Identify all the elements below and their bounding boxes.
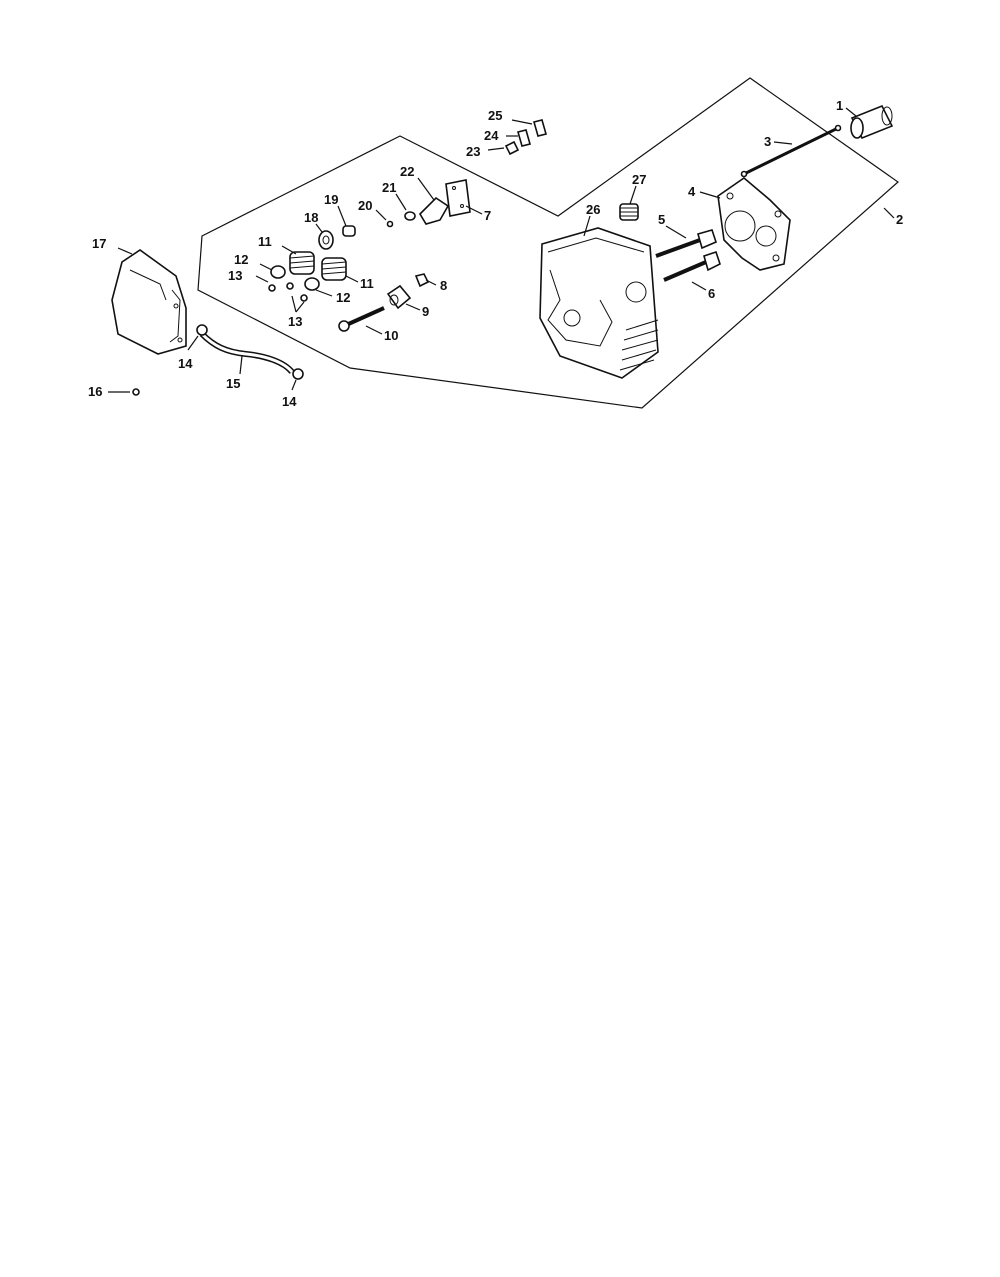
- part-bolt: [338, 306, 385, 332]
- callout-14a: 14: [178, 356, 193, 371]
- part-breather-tube: [199, 331, 295, 375]
- callout-12b: 12: [336, 290, 350, 305]
- part-keepers: [268, 282, 308, 302]
- callout-25: 25: [488, 108, 502, 123]
- part-spacer: [386, 284, 412, 310]
- part-valve-cover: [111, 249, 187, 355]
- part-screw: [386, 220, 394, 228]
- part-retainer: [318, 230, 334, 250]
- part-spring-retainer-2: [304, 277, 320, 291]
- callout-17: 17: [92, 236, 106, 251]
- callout-22: 22: [400, 164, 414, 179]
- part-valve-spring-upper: [289, 251, 315, 275]
- callout-19: 19: [324, 192, 338, 207]
- callout-15: 15: [226, 376, 240, 391]
- callout-2: 2: [896, 212, 903, 227]
- callout-16: 16: [88, 384, 102, 399]
- callout-10: 10: [384, 328, 398, 343]
- callout-11a: 11: [258, 234, 272, 249]
- callout-7: 7: [484, 208, 491, 223]
- callout-27: 27: [632, 172, 646, 187]
- part-rocker-bracket: [404, 196, 450, 225]
- callout-21: 21: [382, 180, 396, 195]
- callout-23: 23: [466, 144, 480, 159]
- part-hose-clamp-2: [292, 368, 304, 380]
- part-spring-retainer-1: [270, 265, 286, 279]
- callout-6: 6: [708, 286, 715, 301]
- part-clips: [504, 119, 547, 156]
- callout-4: 4: [688, 184, 696, 199]
- part-push-rod: [740, 124, 842, 178]
- part-valve-spring-lower: [321, 257, 347, 281]
- part-intake-valve: [655, 229, 717, 258]
- callout-13b: 13: [288, 314, 302, 329]
- part-small-spring: [619, 203, 639, 221]
- callout-13a: 13: [228, 268, 242, 283]
- part-nut: [414, 273, 430, 288]
- callout-14b: 14: [282, 394, 297, 409]
- callout-18: 18: [304, 210, 318, 225]
- part-head-gasket: [717, 176, 791, 271]
- part-cap: [342, 225, 356, 237]
- callout-24: 24: [484, 128, 499, 143]
- callout-8: 8: [440, 278, 447, 293]
- callout-9: 9: [422, 304, 429, 319]
- part-exhaust-valve: [663, 250, 721, 282]
- part-sleeve: [850, 104, 894, 140]
- callout-20: 20: [358, 198, 372, 213]
- assembly-outline: [197, 77, 899, 409]
- part-hose-clamp-1: [196, 324, 208, 336]
- callout-26: 26: [586, 202, 600, 217]
- callout-5: 5: [658, 212, 665, 227]
- callout-1: 1: [836, 98, 843, 113]
- part-breather-plate: [445, 179, 471, 217]
- part-cover-screw: [132, 388, 140, 396]
- callout-11b: 11: [360, 276, 374, 291]
- part-cylinder-head: [539, 227, 659, 379]
- leader-lines: [108, 107, 895, 393]
- callout-12a: 12: [234, 252, 248, 267]
- callout-3: 3: [764, 134, 771, 149]
